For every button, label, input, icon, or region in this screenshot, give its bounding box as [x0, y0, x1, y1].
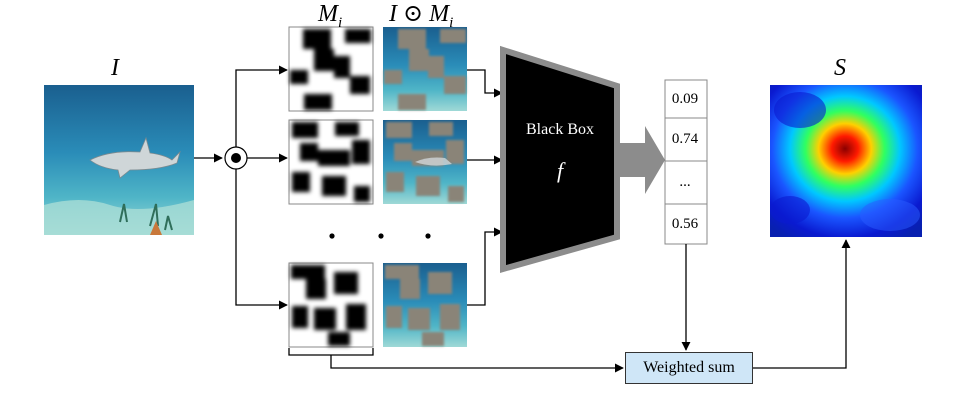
- masked-image-label: I ⊙ Mi: [389, 1, 454, 31]
- score-2: 0.74: [671, 131, 699, 147]
- masked-image-1: [383, 27, 467, 111]
- score-1: 0.09: [671, 91, 699, 107]
- input-image: [44, 85, 194, 235]
- saliency-label: S: [834, 55, 846, 81]
- mask-label: Mi: [318, 1, 343, 31]
- black-box-function: f: [556, 158, 564, 183]
- saliency-map: [770, 85, 922, 237]
- bottom-connectors: [288, 239, 851, 373]
- mask-2: [288, 119, 374, 205]
- input-connectors: [194, 65, 288, 310]
- masked-image-n: [383, 263, 467, 347]
- shark-shape: [89, 136, 181, 179]
- mask-1: [288, 26, 374, 112]
- masked-image-2: [383, 120, 467, 204]
- big-output-arrow: [619, 126, 665, 194]
- ellipsis-dots: [329, 233, 431, 239]
- score-vector: [664, 79, 708, 245]
- score-n: 0.56: [671, 216, 699, 232]
- score-ellipsis: ...: [679, 174, 691, 190]
- input-label: I: [111, 55, 119, 81]
- masked-to-blackbox-arrows: [467, 69, 503, 306]
- weighted-sum-box: Weighted sum: [625, 352, 753, 384]
- black-box: [500, 45, 620, 273]
- elementwise-product-node: [224, 146, 248, 170]
- black-box-title: Black Box: [526, 121, 594, 138]
- mask-n: [288, 262, 374, 348]
